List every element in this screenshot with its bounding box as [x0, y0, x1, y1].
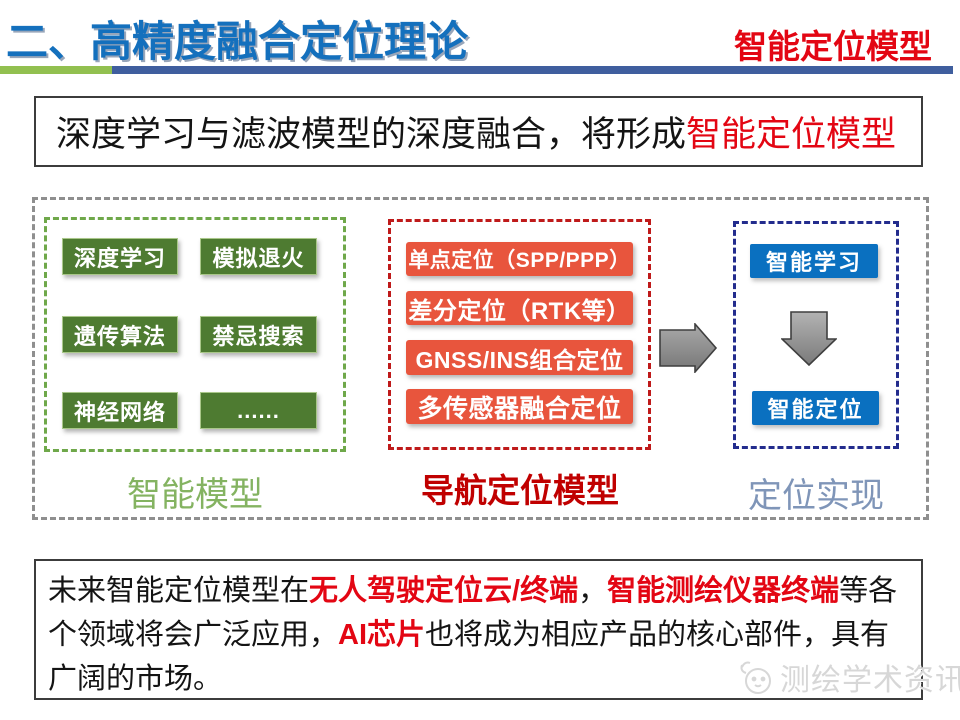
page-title: 二、高精度融合定位理论: [6, 18, 469, 65]
watermark: 测绘学术资讯: [736, 655, 960, 699]
down-arrow-icon: [781, 311, 837, 366]
statement-highlight: 智能定位模型: [686, 115, 897, 154]
right-arrow-icon: [659, 323, 718, 373]
node-deep-learning: 深度学习: [62, 238, 178, 275]
node-neural-network: 神经网络: [62, 392, 178, 429]
conclusion-box: 未来智能定位模型在无人驾驶定位云/终端，智能测绘仪器终端等各个领域将会广泛应用，…: [34, 559, 923, 700]
conclusion-text: 等各个领域将会广泛应用，: [48, 575, 898, 651]
label-nav-positioning-models: 导航定位模型: [421, 471, 619, 510]
conclusion-text: ，: [578, 575, 608, 607]
watermark-logo-icon: [740, 661, 771, 694]
node-gnss-ins: GNSS/INS组合定位: [406, 340, 633, 375]
conclusion-highlight-surveying: 智能测绘仪器终端: [607, 575, 840, 607]
watermark-text: 测绘学术资讯: [780, 664, 960, 697]
node-simulated-annealing: 模拟退火: [200, 238, 317, 275]
node-intelligent-learning: 智能学习: [750, 244, 878, 278]
node-rtk: 差分定位（RTK等）: [406, 291, 633, 325]
label-intelligent-models: 智能模型: [127, 475, 263, 515]
node-intelligent-positioning: 智能定位: [752, 391, 879, 425]
conclusion-highlight-driverless: 无人驾驶定位云/终端: [309, 575, 579, 607]
conclusion-text: 未来智能定位模型在: [48, 575, 310, 607]
node-ellipsis: ......: [200, 392, 317, 429]
label-positioning-realization: 定位实现: [748, 476, 884, 516]
conclusion-text: 也将成为相应产品的核心部件，具有广阔的市场。: [48, 619, 890, 695]
statement-text: 深度学习与滤波模型的深度融合，将形成: [56, 115, 687, 154]
header-divider-accent: [0, 66, 112, 74]
node-genetic-algorithm: 遗传算法: [62, 316, 178, 353]
header-divider: [0, 66, 953, 74]
node-spp-ppp: 单点定位（SPP/PPP）: [406, 242, 633, 276]
header-badge: 智能定位模型: [734, 28, 932, 65]
node-tabu-search: 禁忌搜索: [200, 316, 317, 353]
conclusion-highlight-ai-chip: AI芯片: [338, 619, 426, 651]
node-multi-sensor: 多传感器融合定位: [406, 389, 633, 424]
statement-box: 深度学习与滤波模型的深度融合，将形成智能定位模型: [34, 96, 923, 167]
